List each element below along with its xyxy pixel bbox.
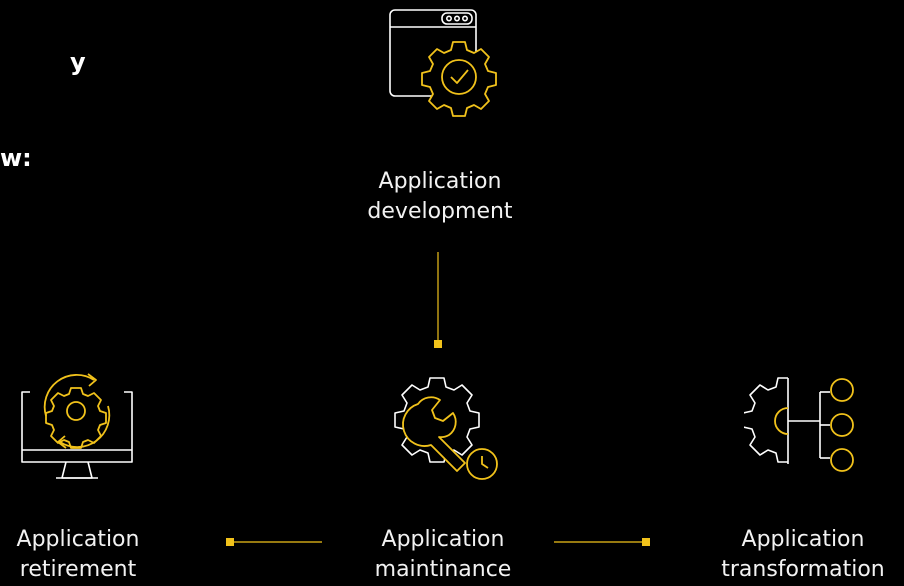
node-maintenance-line1: Application	[381, 527, 505, 552]
header-line-1: y	[70, 48, 86, 76]
browser-gear-check-icon	[389, 9, 497, 117]
node-development-line1: Application	[378, 169, 502, 194]
gear-hierarchy-icon	[744, 377, 854, 472]
node-development-line2: development	[367, 199, 513, 224]
node-retirement-label: Application retirement	[0, 525, 168, 585]
header-text: y w:	[0, 0, 86, 206]
connector-maintenance-retirement	[226, 538, 322, 546]
node-retirement-line2: retirement	[19, 557, 137, 582]
node-transformation-label: Application transformation	[703, 525, 903, 585]
header-line-2: w:	[0, 144, 32, 172]
node-transformation-line2: transformation	[721, 557, 885, 582]
monitor-gear-cycle-icon	[21, 373, 133, 479]
node-retirement-line1: Application	[16, 527, 140, 552]
gear-wrench-clock-icon	[394, 377, 498, 480]
node-maintenance-label: Application maintinance	[343, 525, 543, 585]
connector-maintenance-transformation	[554, 538, 650, 546]
connector-development-maintenance	[434, 252, 442, 348]
node-transformation-line1: Application	[741, 527, 865, 552]
node-development-label: Application development	[340, 167, 540, 227]
node-maintenance-line2: maintinance	[374, 557, 512, 582]
